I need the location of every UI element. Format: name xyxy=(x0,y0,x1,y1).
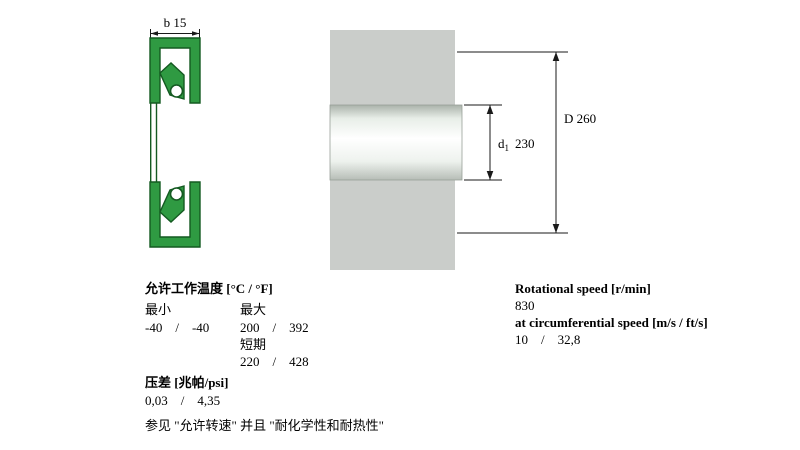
pressure-values: 0,03 / 4,35 xyxy=(145,393,221,409)
seal-bottom-half xyxy=(149,181,201,248)
shaft-diameter-dimension: d1 230 xyxy=(464,104,535,181)
seal-case-bottom xyxy=(149,181,201,248)
arrow-down-icon xyxy=(552,224,560,233)
temp-min-celsius: -40 xyxy=(145,320,163,335)
outer-diameter-label: D 260 xyxy=(564,111,596,126)
value-separator: / xyxy=(272,354,277,369)
reference-note: 参见 "允许转速" 并且 "耐化学性和耐热性" xyxy=(145,418,384,433)
temp-short-celsius: 220 xyxy=(240,354,260,369)
pressure-mpa: 0,03 xyxy=(145,393,168,408)
value-separator: / xyxy=(541,332,545,347)
shaft-dim-letter: d xyxy=(498,136,505,151)
outer-diameter-dimension: D 260 xyxy=(457,51,596,234)
shaft xyxy=(329,104,463,181)
value-separator: / xyxy=(180,393,185,408)
pressure-title: 压差 [兆帕/psi] xyxy=(145,375,229,390)
pressure-psi: 4,35 xyxy=(197,393,221,408)
garter-spring-bottom xyxy=(169,187,184,201)
rotational-speed-value: 830 xyxy=(515,298,535,313)
shaft-diameter-label: d1 230 xyxy=(498,136,535,153)
arrow-left-icon xyxy=(150,31,158,36)
shaft-dim-value: 230 xyxy=(515,136,535,151)
seal-case-top xyxy=(149,37,201,104)
short-term-label: 短期 xyxy=(240,337,267,352)
temp-short-fahrenheit: 428 xyxy=(289,354,309,369)
shaft-dim-subscript: 1 xyxy=(505,143,510,153)
temperature-max-header: 最大 xyxy=(240,302,267,317)
seal-top-half xyxy=(149,37,201,104)
arrow-down-icon xyxy=(486,171,494,180)
temperature-short-term-values: 220 / 428 xyxy=(240,354,309,370)
temperature-min-values: -40 / -40 xyxy=(145,320,210,336)
seal-cross-section-drawing: b 15 xyxy=(149,15,201,248)
arrow-right-icon xyxy=(192,31,200,36)
circumferential-speed-title: at circumferential speed [m/s / ft/s] xyxy=(515,315,708,330)
temp-max-celsius: 200 xyxy=(240,320,260,335)
garter-spring-top xyxy=(169,84,184,98)
seal-width-dimension: b 15 xyxy=(150,15,200,38)
temperature-min-header: 最小 xyxy=(145,302,172,317)
value-separator: / xyxy=(272,320,277,335)
value-separator: / xyxy=(175,320,179,335)
arrow-up-icon xyxy=(552,52,560,61)
arrow-up-icon xyxy=(486,105,494,114)
installation-drawing: D 260 d1 230 xyxy=(329,30,596,270)
temp-max-fahrenheit: 392 xyxy=(289,320,309,335)
temperature-max-values: 200 / 392 xyxy=(240,320,309,336)
temp-min-fahrenheit: -40 xyxy=(191,320,210,335)
rotational-speed-title: Rotational speed [r/min] xyxy=(515,281,651,296)
seal-width-label: b 15 xyxy=(164,15,187,30)
circ-speed-fts: 32,8 xyxy=(557,332,581,347)
circumferential-speed-values: 10 / 32,8 xyxy=(515,332,581,348)
circ-speed-ms: 10 xyxy=(515,332,528,347)
temperature-title: 允许工作温度 [°C / °F] xyxy=(145,281,273,296)
